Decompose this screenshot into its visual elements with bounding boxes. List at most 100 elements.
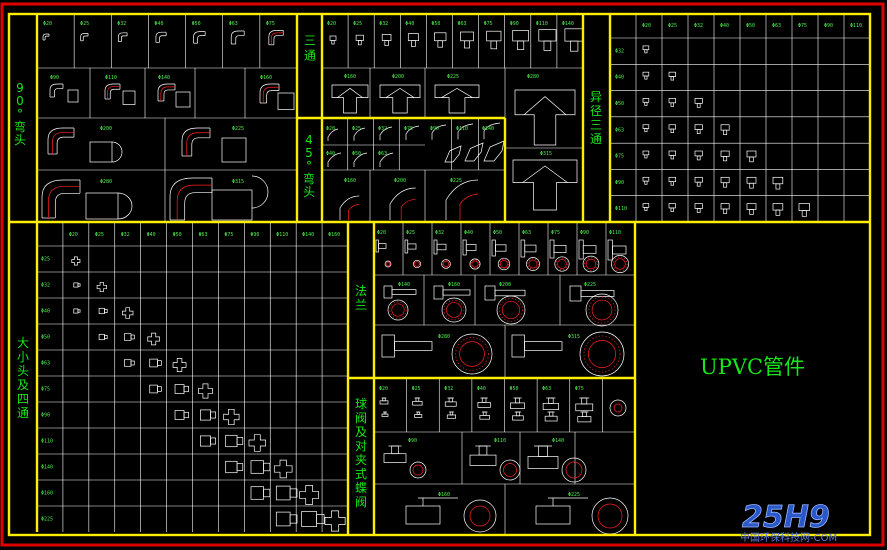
row-size-label: Φ40: [41, 308, 50, 314]
elbow90-symbol: [42, 33, 50, 41]
row-size-label: Φ90: [41, 412, 50, 418]
size-label: Φ25: [352, 126, 361, 132]
size-label: Φ200: [499, 282, 511, 288]
size-label: Φ50: [510, 386, 519, 392]
fitting-symbols: [41, 28, 810, 535]
butterfly-valve-symbol: [591, 497, 629, 535]
column-size-label: Φ25: [95, 232, 104, 238]
elbow45-symbol: [405, 125, 420, 141]
elbow90-symbol: [49, 83, 64, 98]
elbow90-symbol: [155, 31, 167, 43]
ball-valve-symbol: [575, 397, 594, 412]
size-label: Φ90: [580, 230, 589, 236]
size-label: Φ25: [412, 386, 421, 392]
reducer-symbol: [98, 333, 108, 341]
size-label: Φ90: [50, 75, 59, 81]
site-watermark: 25H9 中国环保科技网-COM: [740, 500, 837, 544]
elbow90-symbol: [181, 127, 211, 157]
size-label: Φ140: [552, 438, 564, 444]
ball-valve-symbol: [379, 397, 389, 405]
row-size-label: Φ63: [615, 127, 624, 133]
size-label: Φ32: [444, 386, 453, 392]
reducing-tee-symbol: [668, 203, 676, 212]
elbow45-symbol: [389, 187, 416, 220]
column-size-label: Φ50: [173, 232, 182, 238]
row-size-label: Φ140: [41, 464, 53, 470]
svg-text:大小头及四通: 大小头及四通: [17, 336, 29, 420]
ball-valve-symbol: [414, 411, 423, 418]
elbow90-symbol: [41, 179, 81, 219]
size-label: Φ20: [43, 21, 52, 27]
row-size-label: Φ75: [41, 386, 50, 392]
butterfly-valve-side: [405, 505, 441, 525]
ball-valve-symbol: [446, 411, 456, 419]
reducer-symbol: [301, 511, 325, 527]
size-label: Φ90: [408, 438, 417, 444]
cross-symbol: [273, 459, 293, 479]
size-label: Φ280: [438, 334, 450, 340]
flange-side-symbol: [607, 239, 627, 261]
reducer-symbol: [250, 460, 271, 474]
reducing-tee-symbol: [746, 203, 757, 215]
column-size-label: Φ75: [798, 23, 807, 29]
section-label-reducer-cross: 大小头及四通: [17, 336, 29, 420]
ball-valve-symbol: [510, 397, 525, 409]
size-label: Φ20: [377, 230, 386, 236]
reducing-tee-symbol: [694, 124, 703, 134]
flange-side-symbol: [433, 239, 447, 255]
column-size-label: Φ63: [772, 23, 781, 29]
butterfly-valve-side: [535, 505, 571, 525]
size-label: Φ32: [379, 21, 388, 27]
tee-symbol: [381, 34, 392, 46]
size-label: Φ75: [266, 21, 275, 27]
flange-symbol: [582, 255, 600, 273]
flange-side-symbol: [381, 334, 433, 358]
reducer-symbol: [73, 308, 81, 314]
reducing-tee-symbol: [694, 150, 703, 161]
cross-symbol: [71, 256, 81, 266]
cross-symbol: [96, 281, 107, 293]
size-label: Φ225: [232, 126, 244, 132]
row-size-label: Φ32: [41, 282, 50, 288]
tee-symbol: [379, 84, 421, 114]
elbow90-side: [122, 90, 136, 105]
reducer-symbol: [200, 435, 217, 447]
svg-text:异径三通: 异径三通: [590, 90, 602, 146]
reducer-symbol: [275, 511, 298, 527]
column-size-label: Φ90: [250, 232, 259, 238]
elbow90-symbol: [259, 83, 280, 104]
elbow45-symbol: [339, 195, 360, 220]
flange-symbol: [441, 297, 467, 323]
reducer-symbol: [250, 486, 271, 500]
size-label: Φ160: [344, 178, 356, 184]
flange-side-symbol: [520, 239, 537, 258]
column-size-label: Φ160: [328, 232, 340, 238]
size-label: Φ20: [327, 21, 336, 27]
svg-text:球阀及对夹式蝶阀: 球阀及对夹式蝶阀: [355, 397, 367, 509]
reducing-tee-symbol: [668, 124, 676, 134]
row-size-label: Φ225: [41, 516, 53, 522]
elbow45-symbol: [379, 126, 393, 141]
flange-side-symbol: [549, 239, 567, 259]
elbow90-symbol: [169, 177, 213, 221]
reducing-tee-symbol: [642, 45, 650, 54]
reducing-tee-symbol: [642, 124, 650, 133]
reducing-tee-symbol: [720, 203, 730, 214]
section-borders: [7, 12, 872, 537]
size-label: Φ63: [229, 21, 238, 27]
flange-side-symbol: [383, 285, 417, 299]
watermark-caption: 中国环保科技网-COM: [740, 531, 837, 544]
tee-symbol: [434, 32, 447, 48]
cross-symbol: [147, 332, 160, 346]
reducing-tee-symbol: [668, 98, 676, 107]
cross-symbol: [299, 485, 319, 505]
size-label: Φ140: [562, 21, 574, 27]
tee-symbol: [460, 31, 474, 49]
row-size-label: Φ110: [615, 206, 627, 212]
flange-side-symbol: [491, 239, 507, 257]
ball-valve-symbol: [412, 397, 423, 406]
cross-symbol: [122, 307, 134, 319]
